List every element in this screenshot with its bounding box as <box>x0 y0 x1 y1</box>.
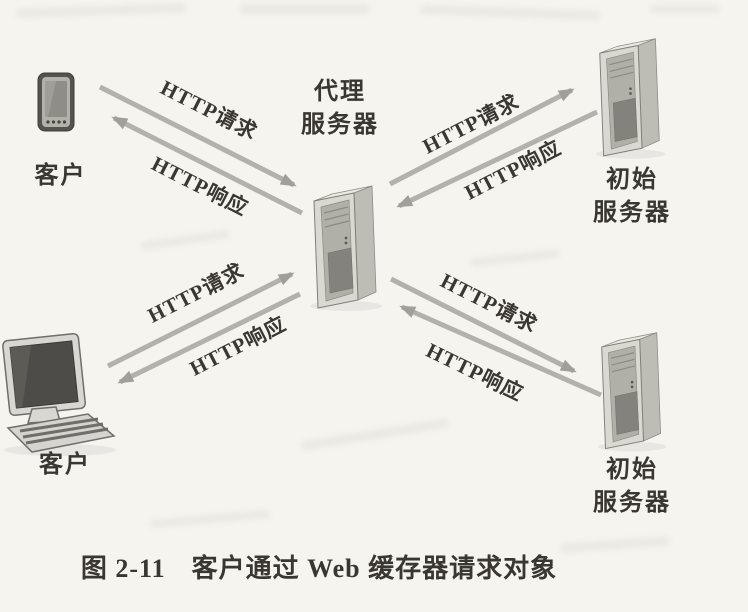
arrow-origin-top-response <box>396 109 599 209</box>
figure-caption-number: 图 2-11 <box>80 554 166 583</box>
label-origin-server-top-line2: 服务器 <box>593 200 671 226</box>
arrow-client-top-response <box>111 115 304 216</box>
proxy-server-tower-icon <box>309 185 383 312</box>
label-origin-server-top: 初始 服务器 <box>577 164 687 230</box>
label-origin-server-bottom-line1: 初始 <box>606 457 658 483</box>
label-proxy-server-line1: 代理 <box>314 79 366 105</box>
arrow-origin-bottom-request <box>389 276 577 374</box>
arrow-client-bottom-response <box>117 291 302 385</box>
label-proxy-server: 代理 服务器 <box>285 76 395 142</box>
label-client-bottom: 客户 <box>39 452 91 478</box>
arrow-client-bottom-request <box>106 271 295 369</box>
label-proxy-server-line2: 服务器 <box>301 112 379 138</box>
arrow-client-top-request <box>98 84 297 188</box>
figure-caption-text: 客户通过 Web 缓存器请求对象 <box>191 554 558 583</box>
label-origin-server-bottom: 初始 服务器 <box>577 454 687 520</box>
pda-client-icon <box>37 72 75 132</box>
label-client-top: 客户 <box>34 163 87 189</box>
arrow-origin-bottom-response <box>399 304 603 398</box>
label-origin-server-bottom-line2: 服务器 <box>593 490 671 516</box>
label-origin-server-top-line1: 初始 <box>606 167 658 193</box>
desktop-computer-icon <box>2 332 116 456</box>
origin-server-bottom-tower-icon <box>597 332 667 453</box>
figure-caption: 图 2-11 客户通过 Web 缓存器请求对象 <box>54 548 584 585</box>
arrow-origin-top-request <box>388 87 575 187</box>
origin-server-top-tower-icon <box>595 38 666 160</box>
